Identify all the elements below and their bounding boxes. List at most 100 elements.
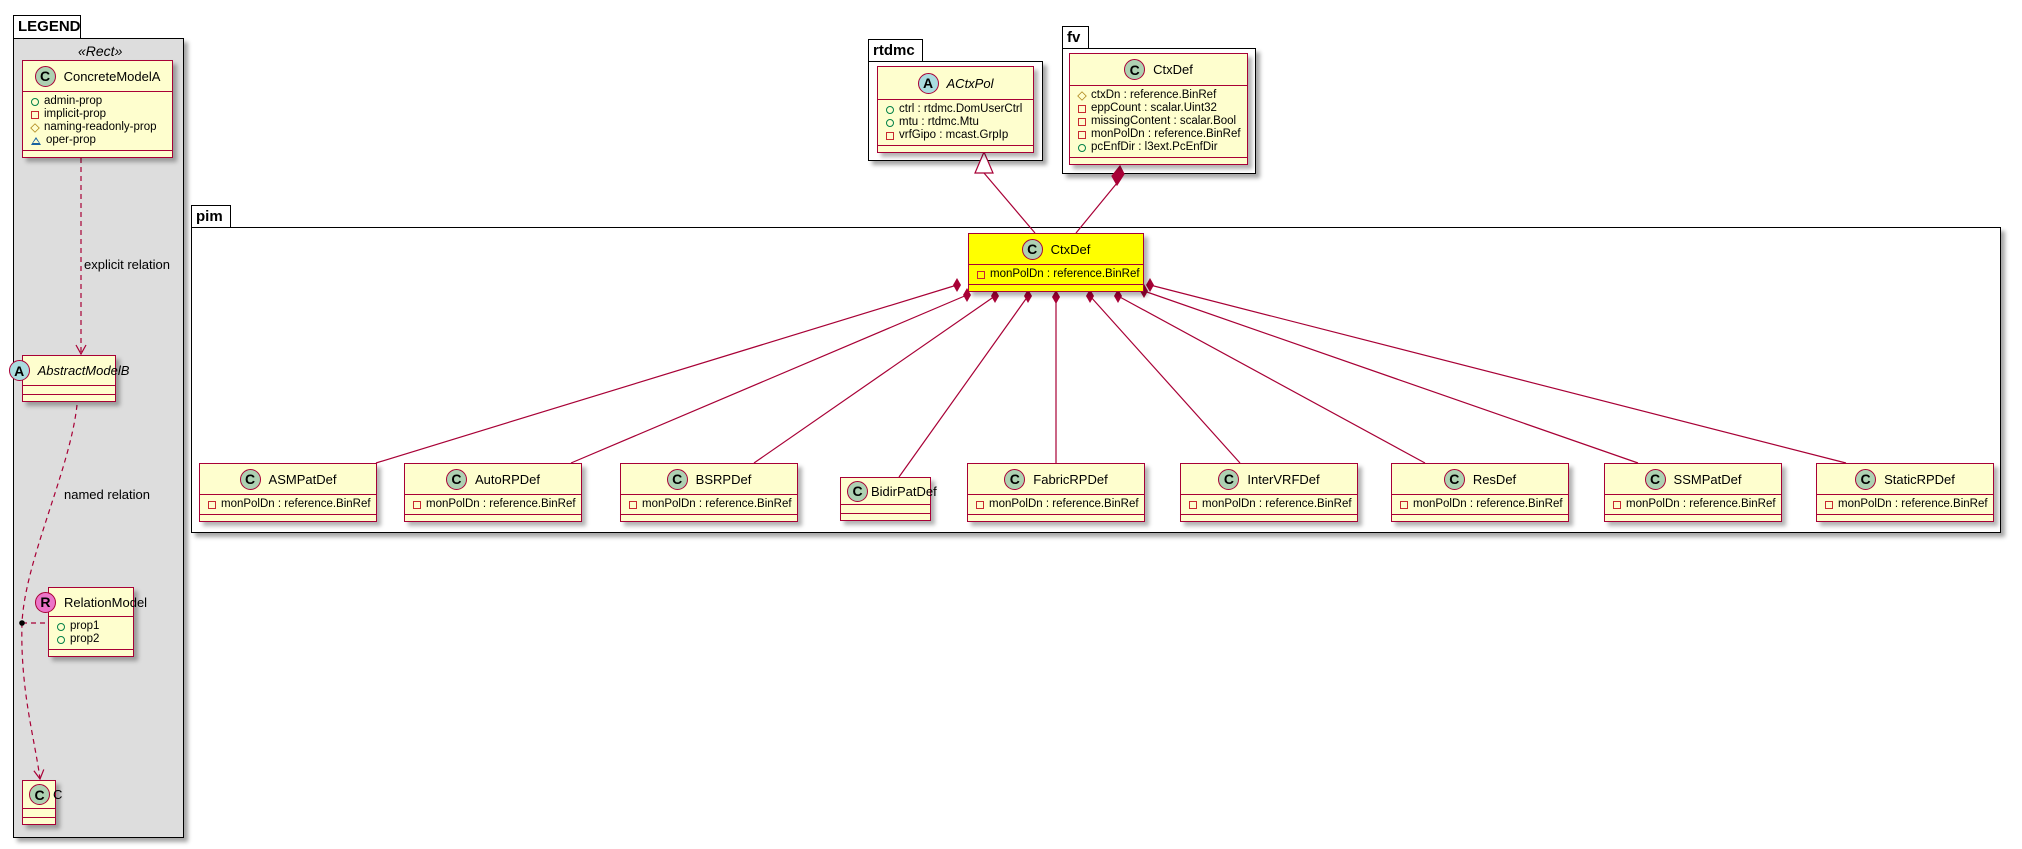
composition-line-bidirpatdef	[898, 295, 1029, 478]
class-attribute: monPolDn : reference.BinRef	[629, 498, 792, 511]
attribute-text: monPolDn : reference.BinRef	[642, 498, 792, 510]
class-box-resdef[interactable]: C ResDef monPolDn : reference.BinRef	[1391, 463, 1569, 522]
class-methods	[1392, 515, 1568, 521]
composition-diamond	[1052, 290, 1060, 304]
class-attribute: monPolDn : reference.BinRef	[1078, 128, 1241, 141]
private-visibility-icon	[1613, 500, 1621, 509]
fv-composition-line	[1075, 182, 1118, 234]
private-visibility-icon	[1825, 500, 1833, 509]
attribute-text: vrfGipo : mcast.GrpIp	[899, 129, 1009, 141]
composition-diamond	[1114, 289, 1122, 303]
class-methods	[23, 818, 55, 824]
class-attribute: vrfGipo : mcast.GrpIp	[886, 129, 1027, 142]
generalization-arrowhead	[974, 150, 994, 174]
attribute-text: admin-prop	[44, 95, 103, 107]
class-attribute: prop2	[57, 633, 127, 646]
private-visibility-icon	[208, 500, 216, 509]
class-attributes: monPolDn : reference.BinRef	[1181, 495, 1357, 515]
private-visibility-icon	[413, 500, 421, 509]
attribute-text: monPolDn : reference.BinRef	[426, 498, 576, 510]
attribute-text: monPolDn : reference.BinRef	[1413, 498, 1563, 510]
composition-line-intervrfdef	[1089, 295, 1241, 464]
class-attributes: monPolDn : reference.BinRef	[621, 495, 797, 515]
class-name: RelationModel	[63, 594, 148, 610]
class-methods	[621, 515, 797, 521]
class-attribute: monPolDn : reference.BinRef	[976, 498, 1139, 511]
private-visibility-icon	[1078, 130, 1086, 139]
class-icon: C	[1218, 468, 1240, 490]
private-visibility-icon	[976, 500, 984, 509]
class-box-fabricrpdef[interactable]: C FabricRPDef monPolDn : reference.BinRef	[967, 463, 1145, 522]
class-name: AbstractModelB	[37, 363, 130, 378]
class-name: AutoRPDef	[474, 471, 541, 487]
class-attributes: monPolDn : reference.BinRef	[969, 265, 1143, 285]
public-visibility-icon	[57, 622, 65, 631]
class-name: ACtxPol	[946, 75, 994, 91]
class-name: BSRPDef	[695, 471, 752, 487]
class-methods	[878, 146, 1033, 152]
class-attributes	[841, 505, 930, 514]
attribute-text: monPolDn : reference.BinRef	[989, 498, 1139, 510]
private-visibility-icon	[31, 110, 39, 119]
class-attribute: monPolDn : reference.BinRef	[1613, 498, 1776, 511]
class-attribute: implicit-prop	[31, 108, 166, 121]
class-name: CtxDef	[1153, 62, 1193, 77]
class-attribute: monPolDn : reference.BinRef	[208, 498, 371, 511]
named-relation-line	[21, 404, 78, 781]
class-icon: C	[1443, 468, 1465, 490]
class-attribute: pcEnfDir : l3ext.PcEnfDir	[1078, 141, 1241, 154]
fv-composition-diamond	[1111, 164, 1125, 187]
class-box-legend-abstract[interactable]: A AbstractModelB	[8, 355, 129, 402]
class-attribute: monPolDn : reference.BinRef	[977, 268, 1140, 281]
fv-package	[1062, 48, 1256, 174]
class-attributes: monPolDn : reference.BinRef	[200, 495, 376, 515]
class-attribute: ctxDn : reference.BinRef	[1077, 89, 1241, 102]
class-name: C	[53, 787, 63, 802]
public-visibility-icon	[31, 97, 39, 106]
class-methods	[841, 514, 930, 520]
composition-diamond	[991, 289, 999, 303]
class-name: SSMPatDef	[1673, 471, 1742, 487]
public-visibility-icon	[886, 118, 894, 127]
class-name: FabricRPDef	[1033, 471, 1108, 487]
attribute-text: mtu : rtdmc.Mtu	[899, 116, 979, 128]
class-methods	[405, 515, 581, 521]
class-attributes: monPolDn : reference.BinRef	[968, 495, 1144, 515]
relation-icon: R	[34, 591, 56, 613]
class-attribute: monPolDn : reference.BinRef	[1400, 498, 1563, 511]
class-header: C FabricRPDef	[968, 464, 1144, 495]
public-visibility-icon	[1078, 143, 1086, 152]
class-icon: C	[1004, 468, 1026, 490]
attribute-text: monPolDn : reference.BinRef	[221, 498, 371, 510]
pim-package	[191, 227, 2001, 533]
abstract-class-icon: A	[8, 360, 30, 381]
class-box-intervrfdef[interactable]: C InterVRFDef monPolDn : reference.BinRef	[1180, 463, 1358, 522]
class-name: ResDef	[1472, 471, 1517, 487]
attribute-text: oper-prop	[46, 134, 96, 146]
attribute-text: eppCount : scalar.Uint32	[1091, 102, 1217, 114]
class-name: InterVRFDef	[1247, 471, 1320, 487]
private-visibility-icon	[977, 270, 985, 279]
